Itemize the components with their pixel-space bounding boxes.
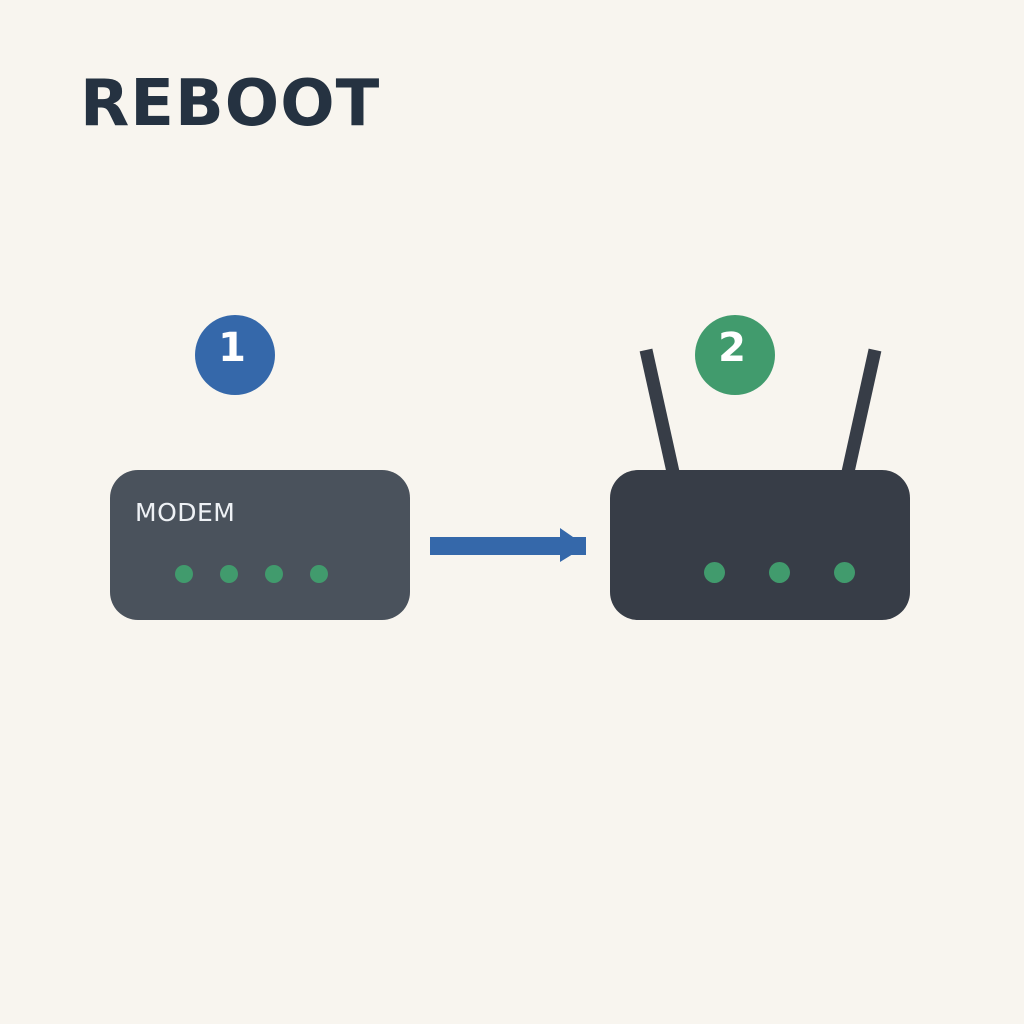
modem-device: MODEM (110, 470, 410, 620)
router-led-1 (704, 562, 725, 583)
arrow-head (560, 528, 586, 562)
step-1-badge: 1 (195, 315, 275, 395)
modem-label: MODEM (135, 498, 236, 527)
step-1-number: 1 (218, 325, 246, 371)
router-antenna-left (639, 348, 680, 474)
right-arrow-icon (430, 528, 586, 562)
modem-led-3 (265, 565, 283, 583)
modem-led-2 (220, 565, 238, 583)
modem-led-4 (310, 565, 328, 583)
step-2-badge: 2 (695, 315, 775, 395)
step-2-number: 2 (718, 325, 746, 371)
router-device (610, 470, 910, 620)
router-antenna-right (841, 348, 882, 474)
modem-led-1 (175, 565, 193, 583)
arrow-shaft (430, 537, 586, 555)
router-led-2 (769, 562, 790, 583)
page-title: REBOOT (80, 67, 381, 141)
router-led-3 (834, 562, 855, 583)
